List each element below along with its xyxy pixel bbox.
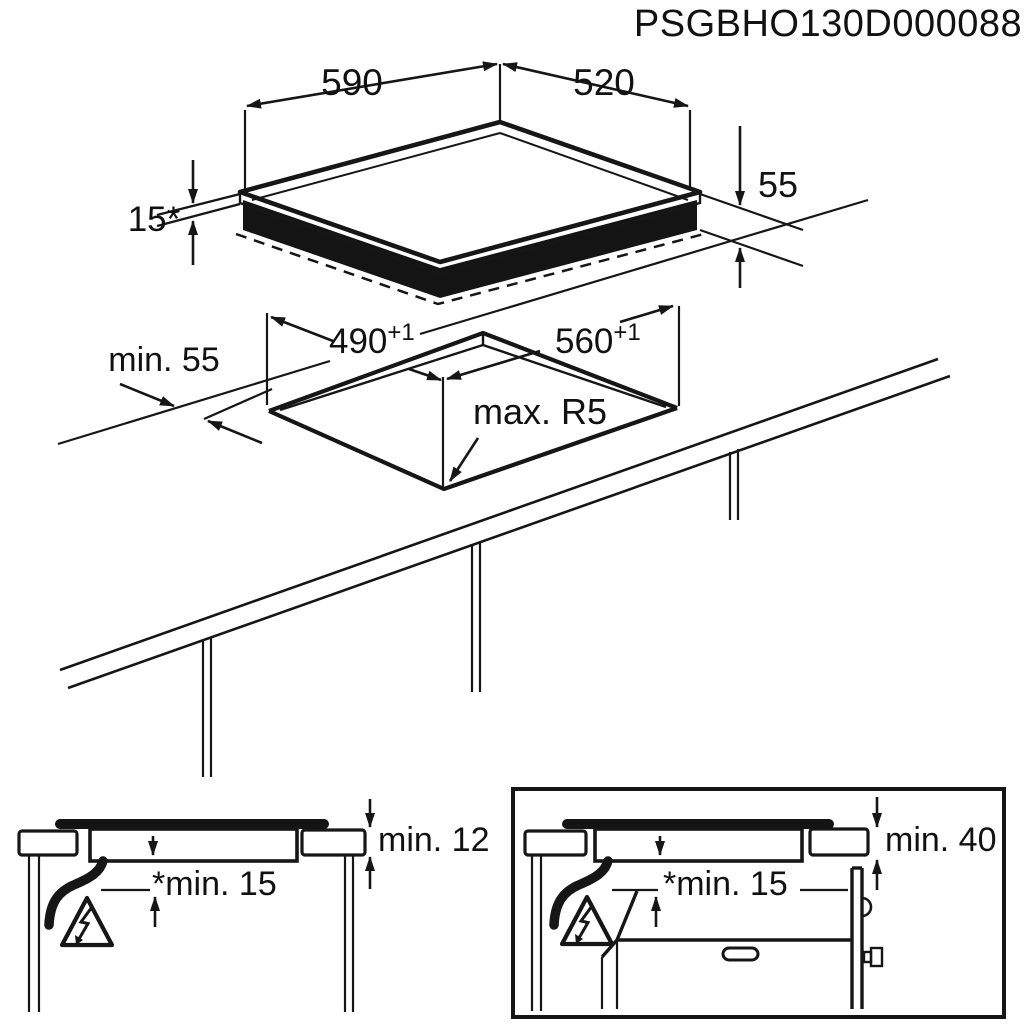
dim-15-ref-upper — [156, 192, 241, 217]
dim-560-label: 560+1 — [555, 319, 641, 361]
dim-590-label: 590 — [321, 62, 383, 103]
dim-490-line-a — [270, 315, 334, 343]
hazard-bolt-tip — [75, 935, 83, 945]
electrical-hazard-icon — [59, 895, 115, 948]
max-r5-leader — [448, 437, 480, 482]
min55-ref-short — [203, 387, 273, 421]
dim-590-line — [246, 61, 498, 109]
dim-55-label: 55 — [758, 164, 798, 205]
cutout-view-group: 490+1 560+1 min. 55 max. R5 — [57, 304, 951, 777]
hob-body-section — [88, 827, 299, 863]
hazard-bolt — [77, 906, 94, 940]
dim-560-tolerance: +1 — [613, 319, 640, 346]
hob-glass-top — [237, 119, 703, 265]
detail-frame — [511, 787, 1006, 1019]
worktop-slab-left — [17, 829, 79, 857]
worktop-slab-right — [300, 828, 367, 857]
glass-inner-edge-left — [251, 132, 501, 201]
min55-label: min. 55 — [108, 341, 220, 379]
cutout-wall-left — [279, 343, 484, 412]
dim-15-label: 15* — [128, 200, 181, 239]
dim-490-line-b — [408, 367, 442, 382]
hob-glass-section — [55, 819, 329, 829]
min15L-label: *min. 15 — [152, 865, 277, 903]
min55-arrow-b — [207, 419, 263, 445]
dim-520-line — [502, 62, 689, 108]
dim-15-ref-lower — [156, 202, 241, 228]
dim-490-tolerance: +1 — [387, 319, 414, 346]
cutout-front-edges — [268, 406, 678, 492]
dim-560-line-b — [619, 304, 674, 324]
mains-cable — [44, 856, 108, 930]
min55-ref-long — [57, 359, 331, 446]
glass-inner-edge-right — [499, 132, 689, 201]
hazard-bolt-tip-2 — [575, 934, 583, 944]
oven-knob-head — [869, 946, 884, 968]
worktop-slab-right-2 — [808, 827, 870, 857]
max-r5-label: max. R5 — [473, 391, 607, 432]
min55-arrow-a — [119, 382, 175, 408]
hob-body-section-2 — [593, 827, 804, 863]
worktop-slab-left-2 — [523, 829, 588, 857]
hazard-bolt-2 — [577, 905, 594, 939]
built-in-oven — [600, 866, 884, 1009]
min15R-label: *min. 15 — [663, 865, 788, 903]
product-code: PSGBHO130D000088 — [634, 3, 1022, 45]
min12-label: min. 12 — [378, 821, 490, 859]
dim-560-value: 560 — [555, 322, 613, 361]
dim-490-value: 490 — [329, 322, 387, 361]
oven-corner-slant — [600, 938, 619, 959]
electrical-hazard-icon-2 — [559, 894, 615, 947]
mains-cable-2 — [549, 856, 613, 930]
worktop-front-edge-lower — [67, 374, 951, 690]
hob-bottom-dashed-outline — [235, 232, 705, 306]
top-view-group: 590 520 15* 55 — [128, 61, 869, 336]
section-no-oven-group: min. 12 *min. 15 — [17, 799, 490, 1012]
hob-glass-section-2 — [562, 819, 834, 829]
oven-handle-slot — [721, 946, 760, 962]
dim-55-ref-lower — [699, 228, 804, 268]
dim-490-label: 490+1 — [329, 319, 415, 361]
hob-base-body — [243, 200, 697, 298]
min40-label: min. 40 — [885, 821, 997, 859]
oven-front-slant — [615, 890, 639, 941]
cutout-wall-right — [482, 343, 667, 409]
section-with-oven-group: min. 40 *min. 15 — [511, 787, 1006, 1019]
worktop-front-edge-upper — [59, 357, 939, 672]
bench-edge-line — [419, 198, 869, 336]
dim-560-line-a — [446, 349, 541, 381]
hazard-triangle-2 — [559, 894, 615, 947]
dim-520-label: 520 — [573, 62, 635, 103]
hazard-triangle — [59, 895, 115, 948]
oven-hinge-bump — [861, 896, 873, 918]
